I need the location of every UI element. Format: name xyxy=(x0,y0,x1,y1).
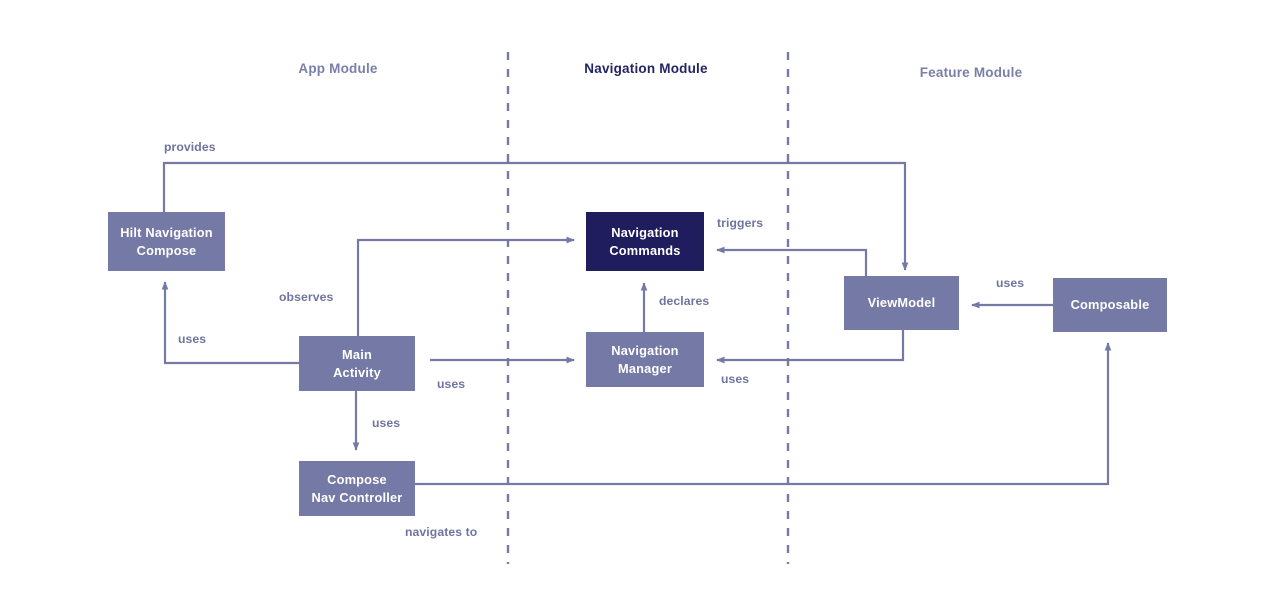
label-uses-vm-mgr: uses xyxy=(721,372,750,386)
node-label-line: Hilt Navigation xyxy=(120,225,213,241)
node-viewmodel[interactable]: ViewModel xyxy=(844,276,959,330)
node-label-line: Main xyxy=(342,347,372,363)
edge-observes xyxy=(356,236,575,336)
edge-navigates-to xyxy=(415,342,1112,486)
label-declares: declares xyxy=(659,294,710,308)
node-label-line: Activity xyxy=(333,364,381,380)
node-composable[interactable]: Composable xyxy=(1053,278,1167,332)
swimlane-title-navigation-module: Navigation Module xyxy=(584,61,708,76)
node-label-line: Manager xyxy=(617,360,672,376)
label-uses-compose: uses xyxy=(996,276,1025,290)
node-label-line: Navigation xyxy=(611,225,679,241)
label-triggers: triggers xyxy=(717,216,764,230)
swimlane-title-feature-module: Feature Module xyxy=(919,65,1023,80)
edge-uses-vm-mgr xyxy=(716,330,905,364)
edge-triggers xyxy=(716,246,868,276)
node-label-line: Compose xyxy=(136,242,197,258)
label-provides: provides xyxy=(164,140,216,154)
node-label-line: Commands xyxy=(609,242,681,258)
label-navigates-to: navigates to xyxy=(405,525,478,539)
swimlane-dividers xyxy=(506,52,790,564)
label-uses-navmgr: uses xyxy=(437,377,466,391)
node-label-line: Nav Controller xyxy=(311,489,403,505)
node-label-line: ViewModel xyxy=(867,295,936,311)
node-label-line: Compose xyxy=(327,472,387,488)
label-uses-hilt: uses xyxy=(178,332,207,346)
swimlane-title-app-module: App Module xyxy=(298,61,378,76)
node-label-composable: Composable xyxy=(1071,296,1150,313)
node-label-viewmodel: ViewModel xyxy=(868,294,936,311)
label-observes: observes xyxy=(279,290,334,304)
edge-provides xyxy=(162,161,909,271)
node-label-line: Composable xyxy=(1070,297,1150,313)
label-uses-navctrl: uses xyxy=(372,416,401,430)
node-label-line: Navigation xyxy=(611,343,679,359)
